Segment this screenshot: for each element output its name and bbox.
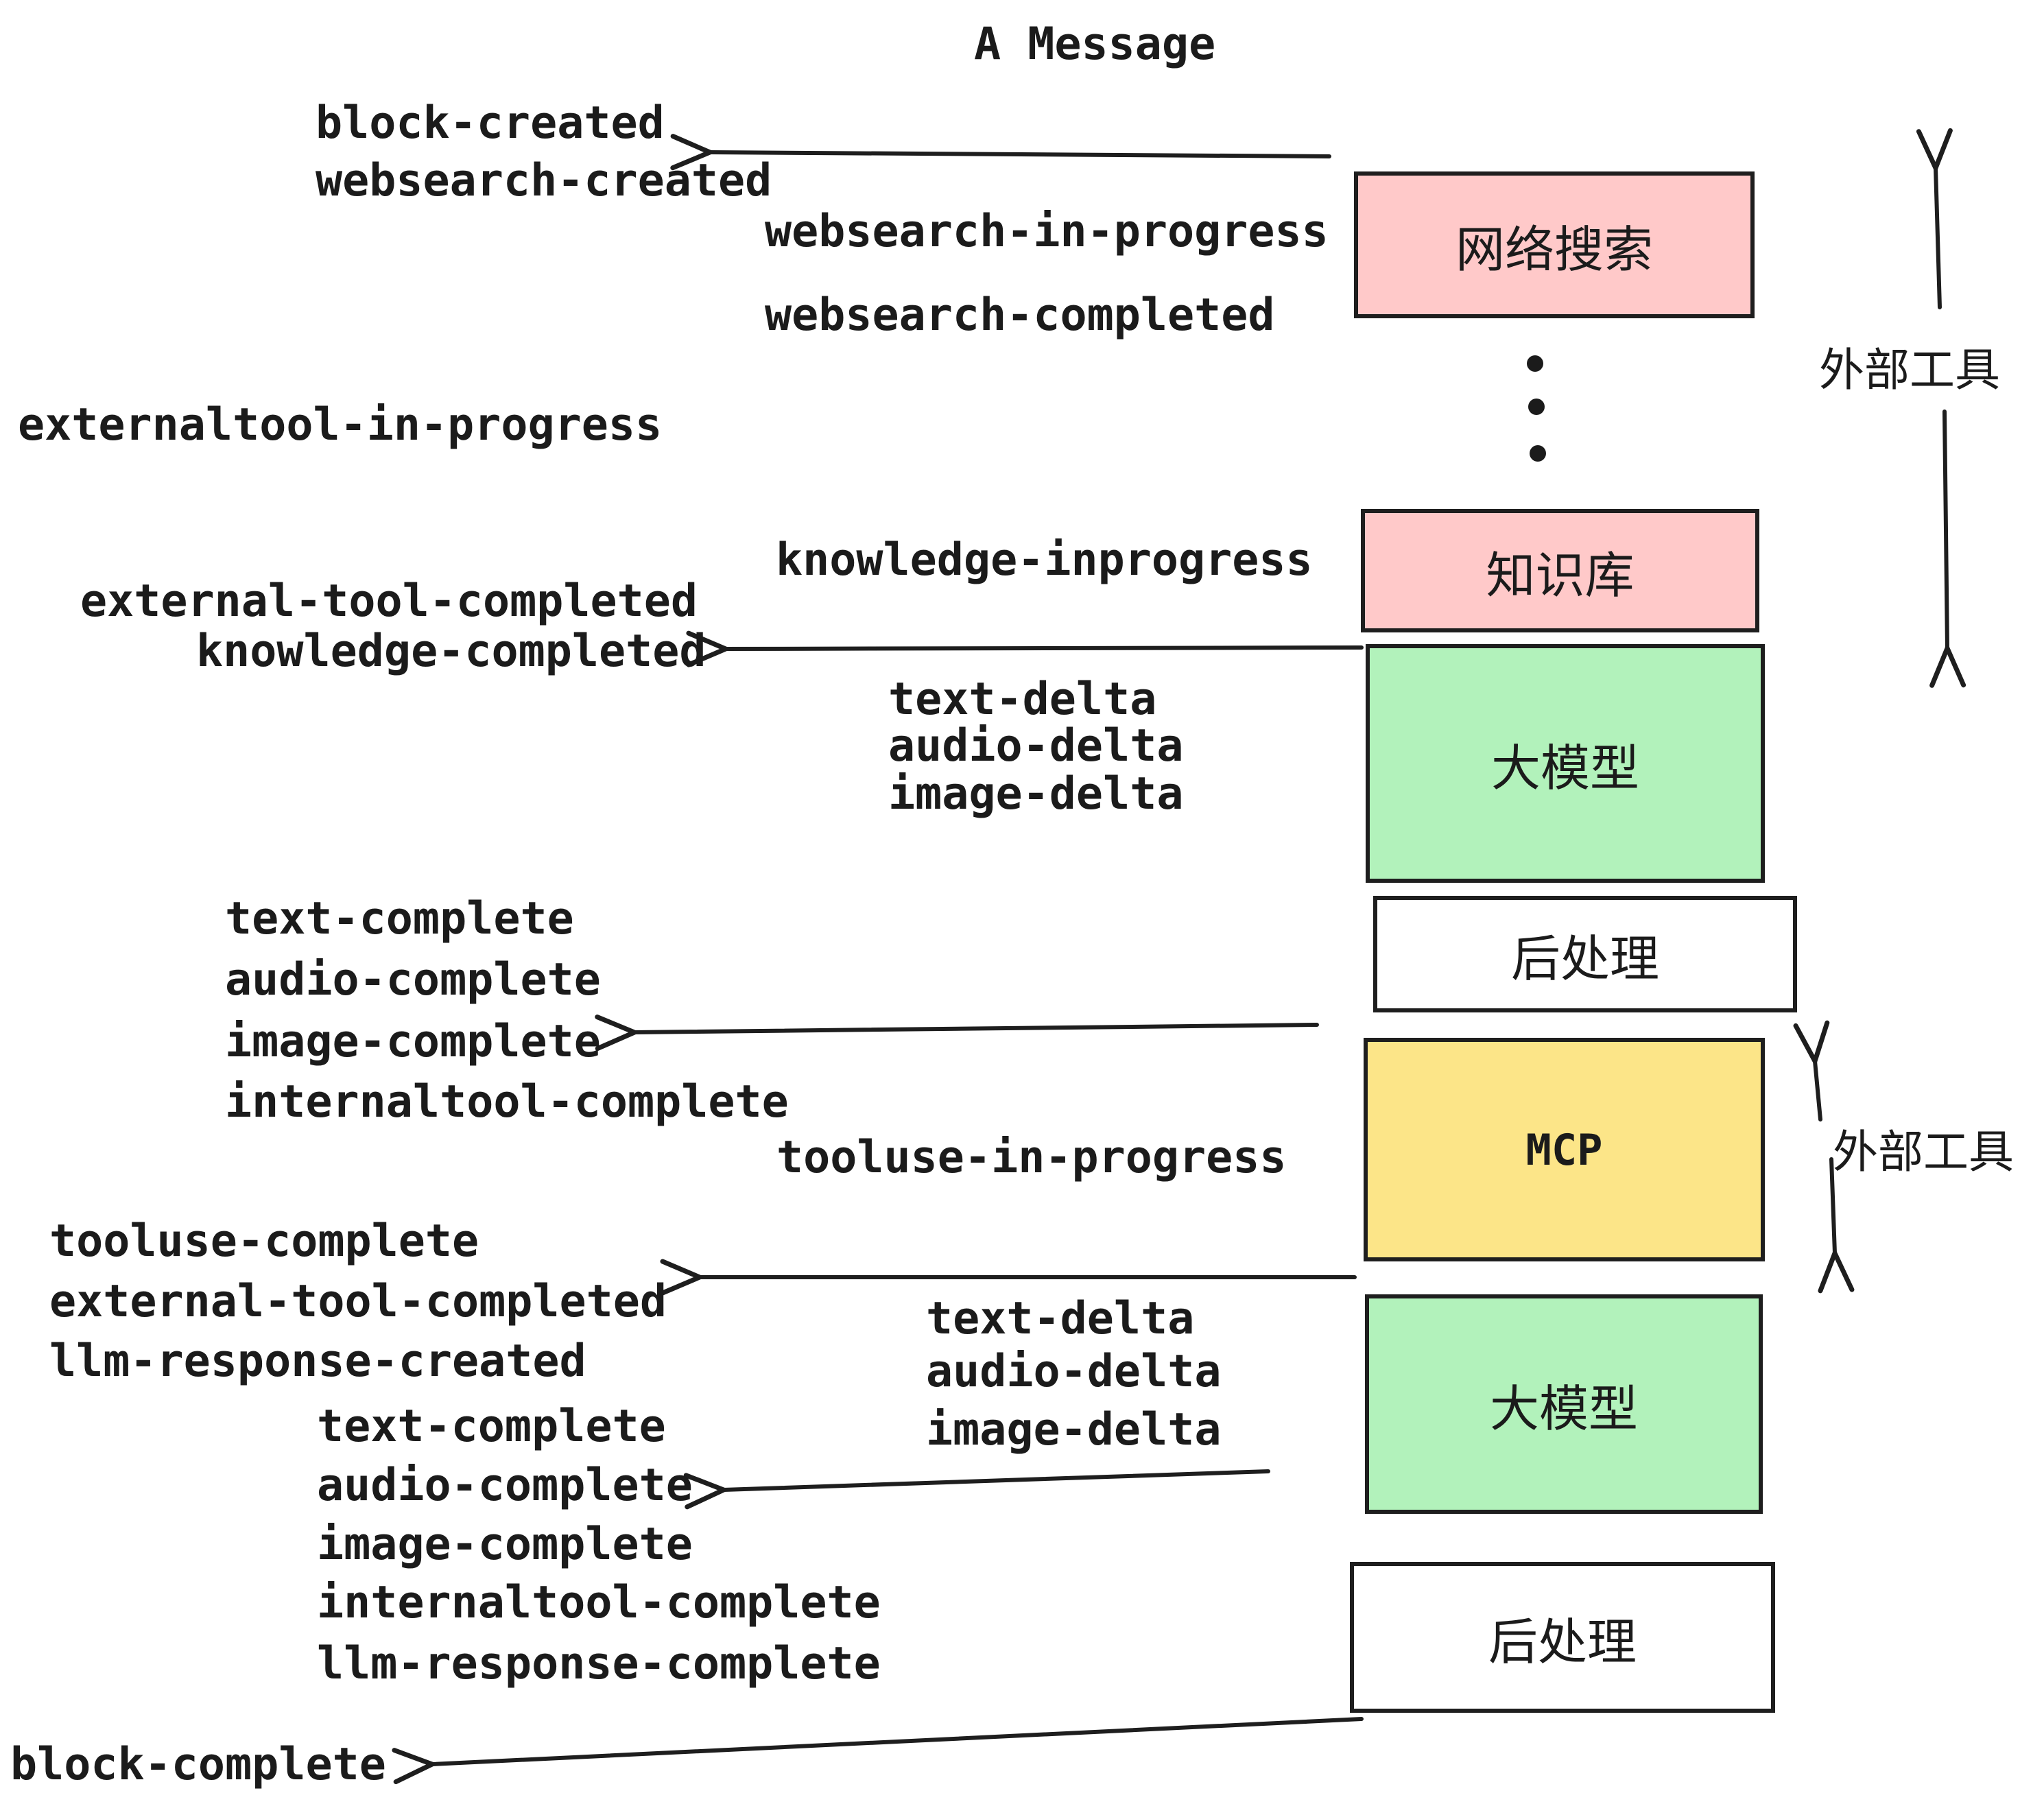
external-tools-arrow-2-down bbox=[1831, 1157, 1835, 1253]
box-websearch: 网络搜索 bbox=[1354, 171, 1755, 318]
box-mcp: MCP bbox=[1364, 1038, 1765, 1261]
event-external-tool-completed-2: external-tool-completed bbox=[49, 1276, 667, 1327]
event-llm-response-complete: llm-response-complete bbox=[317, 1638, 881, 1689]
event-audio-delta-1: audio-delta bbox=[888, 720, 1184, 772]
event-block-created: block-created bbox=[316, 97, 665, 149]
event-llm-response-created: llm-response-created bbox=[49, 1336, 586, 1387]
diagram-title: A Message bbox=[974, 19, 1216, 70]
arrow-knowledge-completed bbox=[726, 648, 1364, 649]
event-internaltool-complete-1: internaltool-complete bbox=[225, 1076, 789, 1128]
external-tools-arrow-2-up bbox=[1815, 1061, 1820, 1121]
event-audio-complete-1: audio-complete bbox=[225, 954, 601, 1006]
box-postprocess-1: 后处理 bbox=[1373, 896, 1797, 1012]
event-websearch-created: websearch-created bbox=[316, 155, 772, 206]
event-externaltool-in-progress: externaltool-in-progress bbox=[18, 399, 663, 451]
side-label-external-tools-1: 外部工具 bbox=[1819, 344, 2000, 396]
external-tools-arrow-1-up bbox=[1936, 168, 1940, 309]
event-external-tool-completed: external-tool-completed bbox=[80, 575, 698, 627]
box-llm-2-label: 大模型 bbox=[1489, 1379, 1638, 1438]
event-text-delta-1: text-delta bbox=[888, 674, 1157, 725]
event-text-complete-1: text-complete bbox=[225, 893, 574, 945]
event-audio-complete-2: audio-complete bbox=[317, 1460, 693, 1511]
arrow-audio-complete bbox=[724, 1469, 1270, 1490]
event-block-complete: block-complete bbox=[10, 1739, 386, 1790]
box-llm-2: 大模型 bbox=[1365, 1294, 1763, 1514]
box-websearch-label: 网络搜索 bbox=[1455, 220, 1653, 278]
event-text-delta-2: text-delta bbox=[926, 1293, 1195, 1344]
external-tools-arrow-1-down bbox=[1945, 410, 1947, 648]
box-postprocess-1-label: 后处理 bbox=[1510, 929, 1659, 988]
event-tooluse-in-progress: tooluse-in-progress bbox=[776, 1132, 1287, 1183]
box-llm-1: 大模型 bbox=[1366, 644, 1765, 883]
box-knowledge-label: 知识库 bbox=[1486, 546, 1635, 604]
side-label-external-tools-2: 外部工具 bbox=[1833, 1126, 2014, 1178]
box-llm-1-label: 大模型 bbox=[1490, 739, 1639, 797]
box-knowledge: 知识库 bbox=[1361, 509, 1759, 632]
event-image-complete-1: image-complete bbox=[225, 1016, 601, 1067]
box-postprocess-2-label: 后处理 bbox=[1488, 1613, 1637, 1671]
box-mcp-label: MCP bbox=[1525, 1124, 1603, 1175]
arrow-websearch-created bbox=[710, 152, 1331, 156]
event-knowledge-completed: knowledge-completed bbox=[196, 626, 706, 677]
event-text-complete-2: text-complete bbox=[317, 1401, 666, 1452]
event-internaltool-complete-2: internaltool-complete bbox=[317, 1577, 881, 1628]
event-websearch-completed: websearch-completed bbox=[765, 289, 1275, 341]
arrow-internaltool-complete bbox=[634, 1025, 1319, 1032]
event-knowledge-inprogress: knowledge-inprogress bbox=[776, 534, 1313, 586]
event-image-delta-2: image-delta bbox=[926, 1404, 1222, 1456]
event-websearch-in-progress: websearch-in-progress bbox=[765, 206, 1329, 257]
box-postprocess-2: 后处理 bbox=[1350, 1562, 1775, 1713]
arrow-block-complete bbox=[432, 1717, 1364, 1764]
ellipsis-dots bbox=[1527, 355, 1546, 462]
event-tooluse-complete: tooluse-complete bbox=[49, 1215, 479, 1267]
event-audio-delta-2: audio-delta bbox=[926, 1346, 1222, 1397]
event-image-complete-2: image-complete bbox=[317, 1519, 693, 1570]
event-image-delta-1: image-delta bbox=[888, 768, 1184, 820]
